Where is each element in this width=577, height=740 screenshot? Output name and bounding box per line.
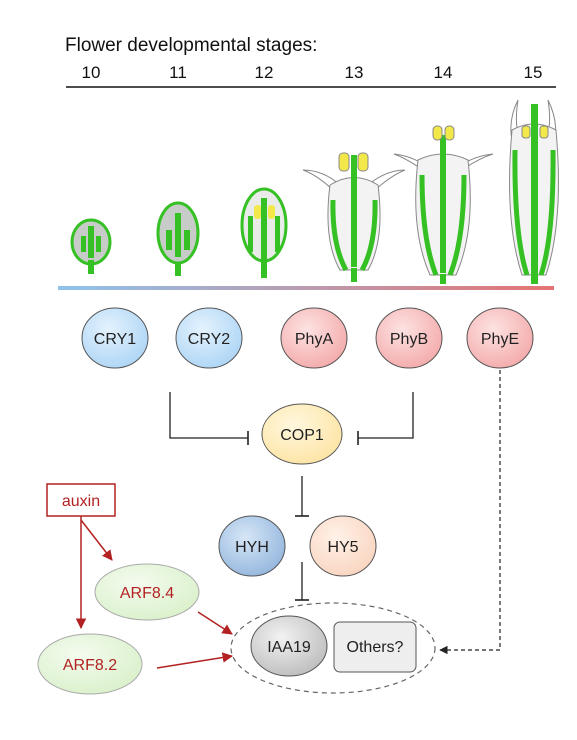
flower-stage-11 (156, 201, 200, 276)
auxin-to-arf84-arrow (80, 519, 113, 561)
phyb-label: PhyB (390, 331, 428, 348)
hy5-node: HY5 (309, 515, 377, 577)
phye-activates-targets (439, 370, 501, 655)
stage-number: 10 (82, 63, 101, 82)
others-node: Others? (333, 621, 417, 673)
others-label: Others? (347, 639, 404, 656)
stage-number: 14 (434, 63, 453, 82)
arf84-node: ARF8.4 (94, 563, 200, 621)
cry1-label: CRY1 (94, 331, 136, 348)
stage-number: 11 (169, 63, 187, 82)
photoreceptor-cry1: CRY1 (81, 307, 149, 369)
stage-number: 15 (524, 63, 543, 82)
phya-label: PhyA (295, 331, 334, 348)
arf82-label: ARF8.2 (63, 657, 117, 674)
arf82-to-iaa19-arrow (156, 652, 234, 669)
photoreceptor-phyb: PhyB (375, 307, 443, 369)
arf82-node: ARF8.2 (37, 633, 143, 695)
flower-stage-10 (70, 218, 112, 274)
flower-stage-14 (393, 125, 494, 284)
stages-title: Flower developmental stages: (65, 35, 317, 56)
targets-group (230, 602, 436, 694)
phye-label: PhyE (481, 331, 519, 348)
hy5-label: HY5 (327, 539, 358, 556)
photoreceptor-cry2: CRY2 (175, 307, 243, 369)
auxin-box: auxin (46, 483, 116, 517)
light-gradient-bar (58, 286, 554, 290)
cop1-label: COP1 (280, 427, 324, 444)
stage-number: 13 (345, 63, 364, 82)
flower-stage-15 (509, 99, 559, 284)
iaa19-node: IAA19 (250, 615, 328, 677)
phy-inhibits-cop1 (358, 392, 414, 439)
stage-number: 12 (255, 63, 274, 82)
flower-stage-13 (302, 152, 406, 282)
arf84-label: ARF8.4 (120, 585, 174, 602)
hyh-label: HYH (235, 539, 269, 556)
arf84-to-iaa19-arrow (197, 611, 233, 635)
photoreceptor-phya: PhyA (280, 307, 348, 369)
photoreceptor-phye: PhyE (466, 307, 534, 369)
iaa19-label: IAA19 (267, 639, 311, 656)
auxin-label: auxin (62, 493, 100, 510)
cop1-node: COP1 (261, 403, 343, 465)
cry2-label: CRY2 (188, 331, 230, 348)
cry-inhibits-cop1 (169, 392, 248, 439)
hyh-node: HYH (218, 515, 286, 577)
stage-numbers: 10 11 12 13 14 15 (82, 63, 543, 82)
flower-stage-12 (240, 187, 288, 278)
